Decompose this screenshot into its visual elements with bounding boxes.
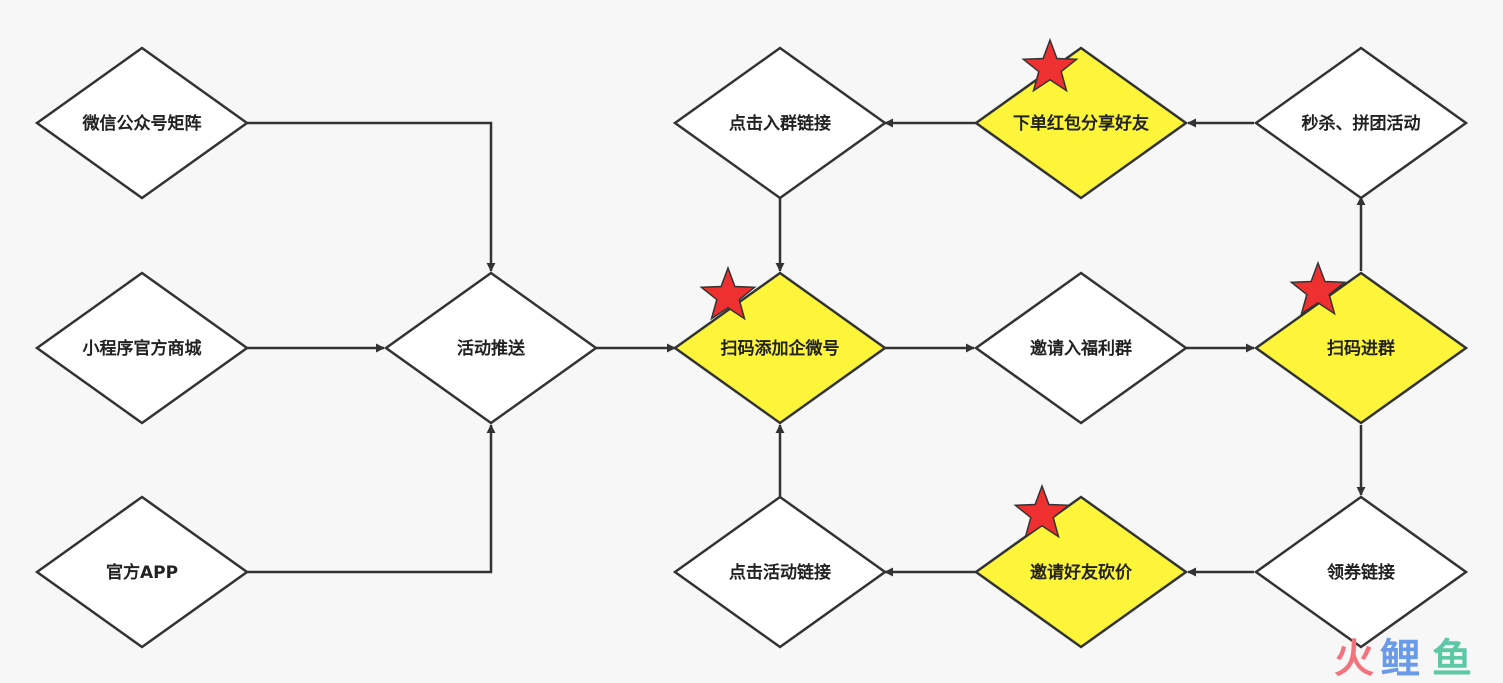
node-coupon-link-label: 领券链接 <box>1327 562 1395 583</box>
node-mini-program: 小程序官方商城 <box>34 271 250 425</box>
node-mini-program-label: 小程序官方商城 <box>83 338 202 359</box>
watermark-char-1: 火 <box>1334 636 1374 682</box>
node-order-red-packet-shape <box>973 46 1189 200</box>
node-click-group-link-shape <box>672 46 888 200</box>
node-click-group-link: 点击入群链接 <box>672 46 888 200</box>
star-icon <box>1013 483 1071 539</box>
node-wechat-matrix-shape <box>34 46 250 200</box>
node-scan-add-wecom: 扫码添加企微号 <box>672 271 888 425</box>
node-official-app: 官方APP <box>34 495 250 649</box>
node-order-red-packet: 下单红包分享好友 <box>973 46 1189 200</box>
node-activity-push: 活动推送 <box>383 271 599 425</box>
star-icon <box>699 265 757 321</box>
star-icon <box>1289 260 1347 316</box>
edge-wechat-matrix-to-activity-push <box>247 121 496 272</box>
node-click-activity-link-label: 点击活动链接 <box>729 562 831 583</box>
node-seckill-group-shape <box>1253 46 1469 200</box>
edge-official-app-to-activity-push <box>247 424 496 574</box>
node-invite-welfare-group-label: 邀请入福利群 <box>1030 338 1132 359</box>
node-activity-push-shape <box>383 271 599 425</box>
node-order-red-packet-label: 下单红包分享好友 <box>1013 113 1149 134</box>
node-official-app-shape <box>34 495 250 649</box>
node-wechat-matrix: 微信公众号矩阵 <box>34 46 250 200</box>
node-click-group-link-label: 点击入群链接 <box>729 113 831 134</box>
watermark-char-2: 鲤 <box>1380 636 1420 682</box>
node-invite-bargain-label: 邀请好友砍价 <box>1030 562 1133 583</box>
node-click-activity-link: 点击活动链接 <box>672 495 888 649</box>
stars <box>699 37 1347 539</box>
node-scan-add-wecom-label: 扫码添加企微号 <box>721 338 840 359</box>
star-icon <box>1021 37 1079 93</box>
connectors <box>247 118 1366 577</box>
node-scan-add-wecom-shape <box>672 271 888 425</box>
node-invite-welfare-group: 邀请入福利群 <box>973 271 1189 425</box>
node-scan-join-group-label: 扫码进群 <box>1327 338 1395 359</box>
node-wechat-matrix-label: 微信公众号矩阵 <box>82 113 202 134</box>
node-coupon-link-shape <box>1253 495 1469 649</box>
node-official-app-label: 官方APP <box>106 562 178 583</box>
node-mini-program-shape <box>34 271 250 425</box>
node-scan-join-group-shape <box>1253 271 1469 425</box>
node-click-activity-link-shape <box>672 495 888 649</box>
node-invite-bargain: 邀请好友砍价 <box>973 495 1189 649</box>
node-seckill-group: 秒杀、拼团活动 <box>1253 46 1469 200</box>
node-activity-push-label: 活动推送 <box>457 338 526 359</box>
node-seckill-group-label: 秒杀、拼团活动 <box>1302 113 1421 134</box>
node-scan-join-group: 扫码进群 <box>1253 271 1469 425</box>
watermark-char-3: 鱼 <box>1432 636 1472 682</box>
node-invite-welfare-group-shape <box>973 271 1189 425</box>
watermark-logo: 火 鲤 鱼 <box>1334 636 1472 682</box>
node-coupon-link: 领券链接 <box>1253 495 1469 649</box>
